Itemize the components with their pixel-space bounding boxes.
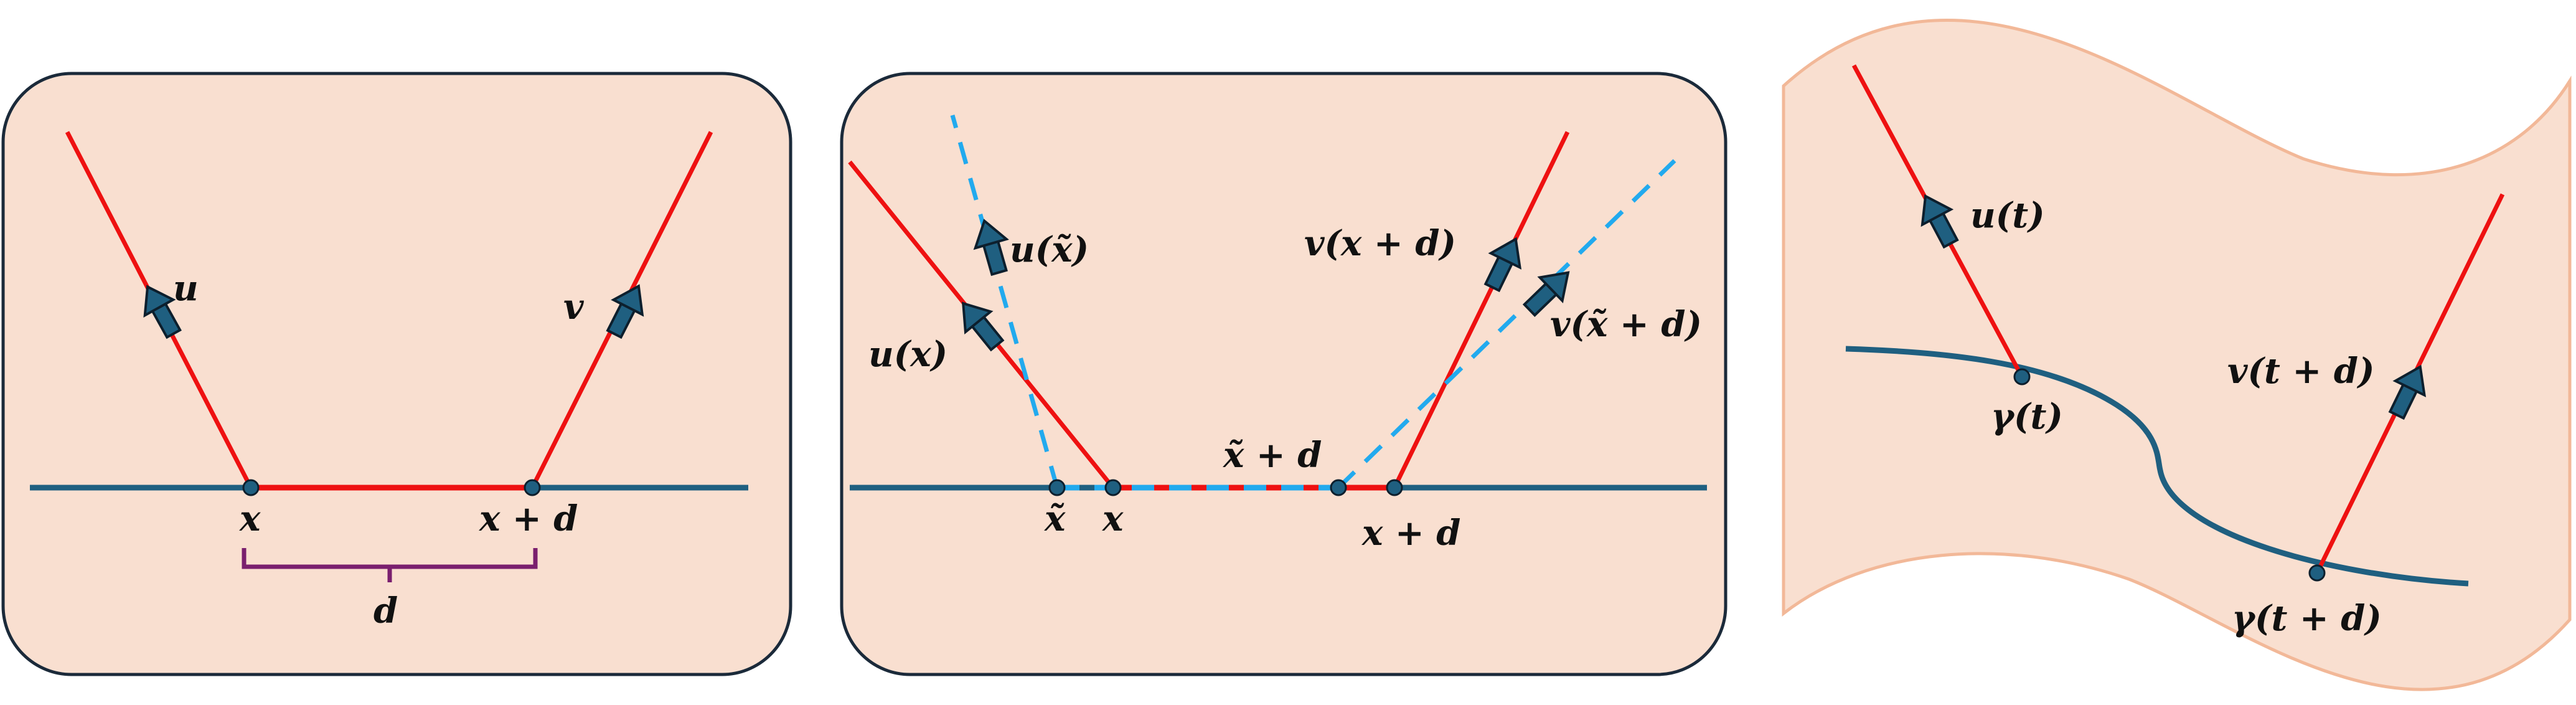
panel-1-label-v: v [563,286,585,328]
panel-2-point-x-plus-d [1386,479,1403,496]
panel-2-dashed-right-ray [1337,159,1676,490]
panel-1-label-d: d [374,590,398,632]
panel-2-label-v-x-plus-d: v(x + d) [1304,223,1456,264]
panel-2: u(x) u(x̃) v(x + d) v(x̃ + d) x̃ + d x̃ … [840,72,1728,676]
panel-1-d-bracket [242,548,538,582]
panel-1-label-u: u [173,268,199,309]
panel-2-background [840,72,1728,676]
panel-2-point-x [1104,479,1122,496]
panel-1-label-x-plus-d: x + d [479,498,578,539]
panel-2-right-ray [1392,131,1570,489]
panel-3-label-gamma-t-plus-d: γ(t + d) [2232,598,2382,639]
panel-3-point-gamma-t [2013,368,2031,386]
panel-1: u v x x + d d [1,72,792,676]
panel-2-point-xtilde-plus-d [1330,479,1347,496]
panel-2-label-v-xtilde-plus-d: v(x̃ + d) [1550,304,1702,345]
panel-2-label-u-x: u(x) [868,334,947,375]
panel-3-curve [1845,346,2469,587]
panel-3: u(t) v(t + d) γ(t) γ(t + d) [1782,19,2572,691]
panel-2-dashed-left-ray [950,115,1060,488]
panel-3-label-gamma-t: γ(t) [1991,396,2063,437]
panel-1-point-x-plus-d [524,479,541,496]
panel-2-label-xtilde-plus-d: x̃ + d [1223,435,1322,476]
panel-2-label-x: x [1102,498,1124,539]
panel-1-label-x: x [239,498,261,539]
panel-2-point-xtilde [1048,479,1066,496]
panel-3-label-v-t-plus-d: v(t + d) [2227,351,2374,392]
panel-3-wavy-background [1782,19,2572,691]
panel-3-point-gamma-t-plus-d [2308,564,2326,582]
panel-3-label-u-t: u(t) [1970,195,2045,236]
panel-2-label-u-xtilde: u(x̃) [1010,229,1089,270]
panel-2-label-xtilde: x̃ [1044,498,1066,539]
panel-1-point-x [242,479,260,496]
panel-2-label-x-plus-d: x + d [1361,513,1460,554]
panel-1-background [1,72,792,676]
